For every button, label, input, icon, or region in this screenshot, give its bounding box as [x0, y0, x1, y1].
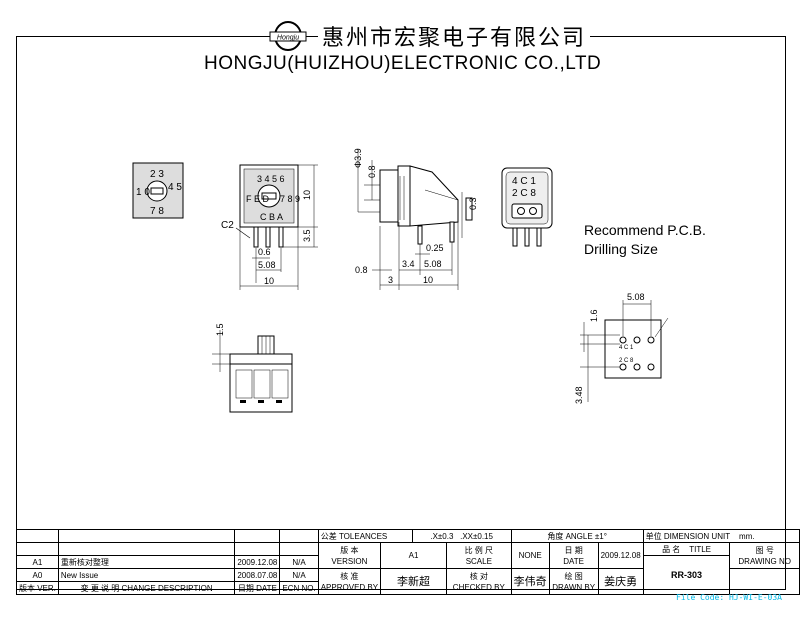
pcb-view: 4 C 1 2 C 8 5.08 1.6 3.48 [574, 292, 669, 404]
revision-row: A1 重新核对整理 2009.12.08 N/A RR-303 [16, 555, 800, 595]
code-top: 4 C 1 [512, 176, 536, 187]
label-c2: C2 [221, 220, 234, 231]
dim-10-vertical: 10 [302, 190, 312, 200]
code-bottom: 2 C 8 [512, 188, 536, 199]
company-name-cn: 惠州市宏聚电子有限公司 [318, 20, 591, 52]
pcb-5-08: 5.08 [627, 292, 645, 302]
dim-0-3: 0.3 [468, 197, 478, 210]
footer-ecn: ECN NO. [279, 581, 319, 595]
pcb-pin-bottom: 2 C 8 [619, 358, 634, 364]
dim-0-8-top: 0.8 [367, 165, 377, 178]
code-view: 4 C 1 2 C 8 [501, 167, 553, 247]
bottom-view: 1.5 [212, 323, 293, 413]
footer-ver: 版本 VER. [16, 581, 59, 595]
dim-0-25: 0.25 [426, 243, 444, 253]
dim-3: 3 [388, 275, 393, 285]
dim-0-8-left: 0.8 [355, 265, 368, 275]
hex-dial-top: 3 4 5 6 [257, 174, 285, 184]
dim-10-a: 10 [264, 276, 274, 286]
tolerance-angle: 角度 ANGLE ±1° [510, 529, 644, 543]
dim-3-5: 3.5 [302, 229, 312, 242]
part-number: RR-303 [642, 555, 731, 595]
dim-3-4: 3.4 [402, 259, 415, 269]
side-view: Φ3.9 0.8 0.3 0.25 3.4 5.08 0.8 3 10 [353, 148, 478, 290]
tolerance-x: .X±0.3 .XX±0.15 [411, 529, 512, 543]
checked-name: 李伟奇 [510, 568, 550, 595]
front-dial-left: 1 0 [136, 187, 150, 198]
company-name-en: HONGJU(HUIZHOU)ELECTRONIC CO.,LTD [204, 53, 602, 74]
tolerance-label: 公差 TOLEANCES [317, 529, 413, 543]
front-dial-top: 2 3 [150, 169, 164, 180]
hex-dial-left: F E D [246, 194, 270, 204]
pcb-3-48: 3.48 [574, 386, 584, 404]
front-dial-right: 4 5 [168, 182, 182, 193]
recommend-note: Recommend P.C.B. Drilling Size [584, 221, 706, 259]
logo-text: Hongju [277, 35, 299, 42]
hongju-logo: Hongju [269, 21, 307, 51]
version-value: A1 [380, 542, 447, 569]
pcb-pin-top: 4 C 1 [619, 345, 634, 351]
title-label: 品 名 TITLE [642, 542, 731, 556]
front-dial-view: 2 3 4 5 1 0 7 8 [132, 162, 184, 219]
date-value: 2009.12.08 [597, 542, 644, 569]
dim-1-5: 1.5 [215, 323, 225, 336]
drawn-name: 姜庆勇 [597, 568, 644, 595]
recommend-line2: Drilling Size [584, 241, 658, 257]
approved-name: 李新超 [380, 568, 447, 595]
footer-date: 日期 DATE [234, 581, 281, 595]
pcb-1-6: 1.6 [589, 309, 599, 322]
hex-dial-bottom: C B A [260, 212, 283, 222]
dim-0-6: 0.6 [258, 247, 271, 257]
title-block: 公差 TOLEANCES .X±0.3 .XX±0.15 角度 ANGLE ±1… [16, 529, 800, 595]
hex-dial-view: 3 4 5 6 F E D C B A 7 8 9 C2 10 3.5 0.6 … [221, 164, 318, 290]
file-code: File Code: HJ-WI-E-03A [676, 593, 782, 602]
dim-phi-3-9: Φ3.9 [353, 148, 363, 168]
front-dial-bottom: 7 8 [150, 206, 164, 217]
dim-5-08-b: 5.08 [424, 259, 442, 269]
scale-value: NONE [510, 542, 550, 569]
dim-10-b: 10 [423, 275, 433, 285]
dimension-unit: 单位 DIMENSION UNIT mm. [642, 529, 800, 543]
hex-dial-right: 7 8 9 [280, 194, 300, 204]
recommend-line1: Recommend P.C.B. [584, 222, 706, 238]
dim-5-08-a: 5.08 [258, 260, 276, 270]
footer-desc: 变 更 说 明 CHANGE DESCRIPTION [57, 581, 236, 595]
